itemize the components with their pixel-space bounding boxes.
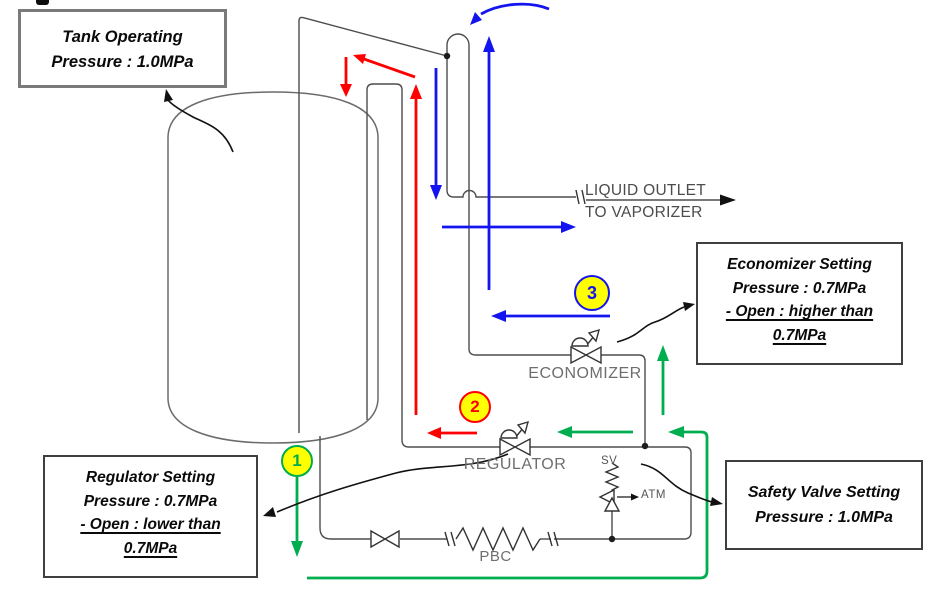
note-line: Pressure : 1.0MPa (51, 53, 194, 71)
safety-valve-symbol (598, 462, 639, 512)
note-line: Pressure : 0.7MPa (83, 492, 218, 510)
note-line: 0.7MPa (772, 326, 827, 344)
blue-down-arrow (430, 68, 442, 200)
pbc-coil (455, 526, 541, 552)
note-line: Regulator Setting (85, 469, 216, 486)
economizer-setting-note-box: Economizer Setting Pressure : 0.7MPa - O… (696, 242, 903, 365)
junction-dot-economizer (641, 442, 649, 450)
tank-pressure-note-box: Tank Operating Pressure : 1.0MPa (18, 9, 227, 88)
liquid-outlet-arrowhead (720, 194, 736, 206)
manual-valve (370, 529, 400, 549)
green-left-arrow (557, 426, 633, 438)
note-line: - Open : lower than (80, 516, 221, 533)
note-line: 0.7MPa (123, 539, 178, 557)
blue-right-arrow (442, 221, 576, 233)
economizer-leader-arrow (616, 302, 695, 343)
tank-leader-arrow (164, 89, 234, 153)
regulator-label: REGULATOR (463, 456, 567, 473)
safety-valve-label: SV (601, 455, 618, 467)
regulator-leader-arrow (263, 453, 509, 517)
liquid-outlet-line2: TO VAPORIZER (585, 204, 703, 221)
liquid-outlet-label: LIQUID OUTLET TO VAPORIZER (585, 181, 725, 222)
note-line: Economizer Setting (727, 256, 872, 273)
note-line: Pressure : 0.7MPa (732, 279, 867, 297)
storage-tank (167, 91, 379, 444)
green-return-path-arrow (307, 426, 709, 580)
safety-leader-arrow (640, 463, 723, 506)
liquid-outlet-line1: LIQUID OUTLET (585, 182, 707, 199)
green-down-arrow (291, 477, 303, 557)
note-line: Safety Valve Setting (747, 484, 901, 501)
tank-bottom-outlet-pipe (319, 436, 371, 540)
regulator-setting-note-box: Regulator Setting Pressure : 0.7MPa - Op… (43, 455, 258, 578)
red-down-arrow (340, 57, 352, 97)
note-line: - Open : higher than (725, 303, 874, 320)
blue-left-arrow (491, 310, 610, 322)
step-marker-3: 3 (574, 275, 610, 311)
blue-curved-arrow (470, 2, 550, 25)
pipe-break-mark-pbc-right (547, 531, 559, 547)
junction-dot-top (443, 52, 451, 60)
economizer-pipe-down (601, 354, 646, 446)
cropped-title-fragment (36, 0, 49, 5)
step-marker-2: 2 (459, 391, 491, 423)
regulator-pipe-right (530, 446, 692, 540)
vapor-bridge-pipe (366, 83, 410, 448)
liquid-outlet-pipe (446, 56, 576, 198)
red-up-arrow (410, 84, 422, 415)
dip-tube-riser-pipe (298, 16, 448, 433)
red-left-arrow (427, 427, 477, 439)
red-diagonal-arrow (353, 54, 416, 79)
note-line: Tank Operating (62, 28, 183, 46)
regulator-valve (499, 420, 531, 457)
economizer-label: ECONOMIZER (528, 365, 642, 382)
economizer-valve (570, 328, 602, 365)
safety-valve-setting-note-box: Safety Valve Setting Pressure : 1.0MPa (725, 460, 923, 550)
note-line: Pressure : 1.0MPa (755, 509, 893, 526)
blue-up-arrow (483, 36, 495, 290)
step-marker-1: 1 (281, 445, 313, 477)
pbc-label: PBC (479, 548, 512, 565)
junction-dot-pbc (608, 535, 616, 543)
green-up-arrow (657, 345, 669, 415)
pipe-break-mark-pbc-left (444, 531, 456, 547)
atm-label: ATM (641, 489, 666, 501)
u-tube-pipe (446, 33, 477, 356)
pipe-break-mark-outlet (575, 189, 586, 205)
